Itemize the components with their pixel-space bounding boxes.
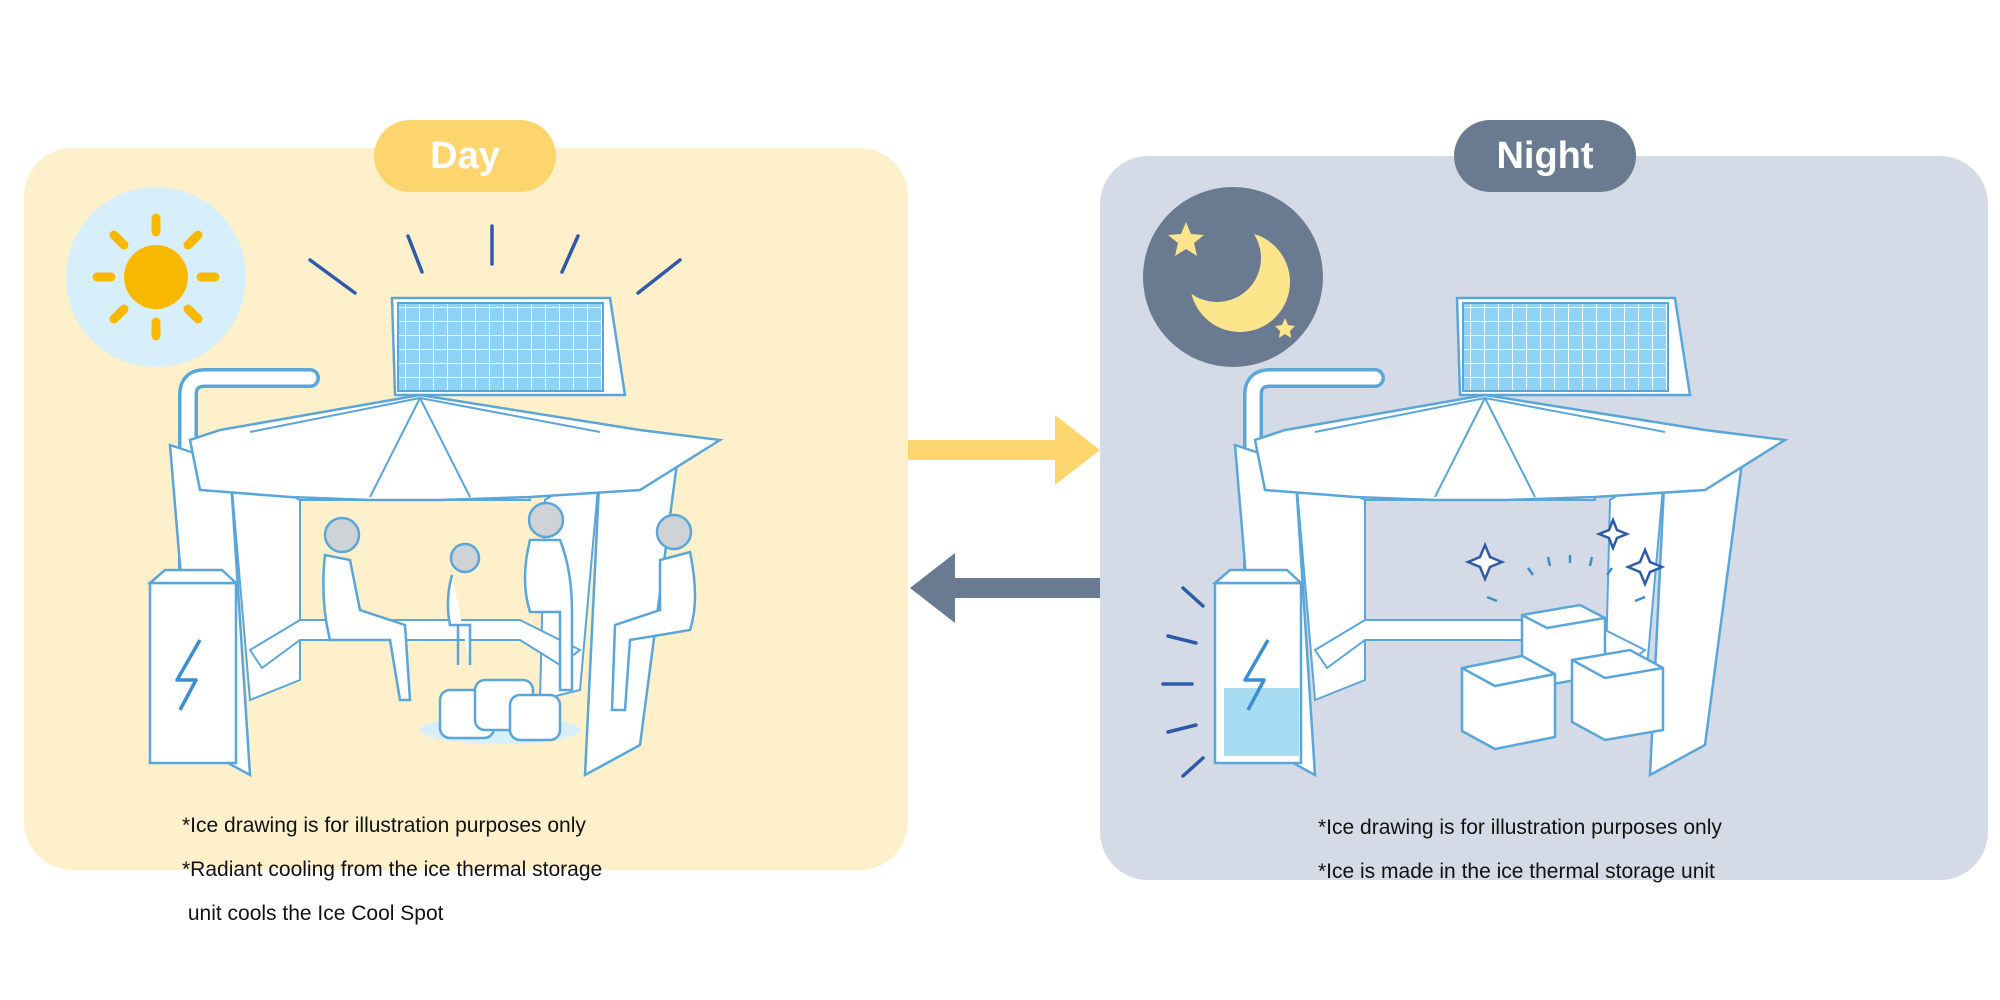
ice-blocks-icon <box>420 678 580 744</box>
night-notes: *Ice drawing is for illustration purpose… <box>1318 795 1918 905</box>
charging-lines-icon <box>1161 586 1205 778</box>
night-label: Night <box>1454 120 1636 192</box>
day-note-line: *Radiant cooling from the ice thermal st… <box>182 858 603 881</box>
day-label: Day <box>374 120 556 192</box>
battery-bolt-icon <box>175 639 202 711</box>
day-shelter <box>150 298 720 775</box>
people-illustration <box>322 501 697 712</box>
day-note-line: *Ice drawing is for illustration purpose… <box>182 814 586 837</box>
night-note-line: *Ice is made in the ice thermal storage … <box>1318 860 1715 883</box>
sparkle-icon <box>1464 516 1666 603</box>
night-to-day-arrow-icon <box>910 553 1100 623</box>
day-to-night-arrow-icon <box>908 415 1100 485</box>
day-notes: *Ice drawing is for illustration purpose… <box>182 793 742 947</box>
day-note-line: unit cools the Ice Cool Spot <box>182 902 444 925</box>
charging-battery-icon <box>1224 639 1299 756</box>
night-note-line: *Ice drawing is for illustration purpose… <box>1318 816 1722 839</box>
sun-icon <box>66 187 246 367</box>
sunlight-rays-icon <box>308 224 682 295</box>
ice-cubes-icon <box>1460 603 1665 751</box>
moon-icon <box>1143 187 1323 367</box>
